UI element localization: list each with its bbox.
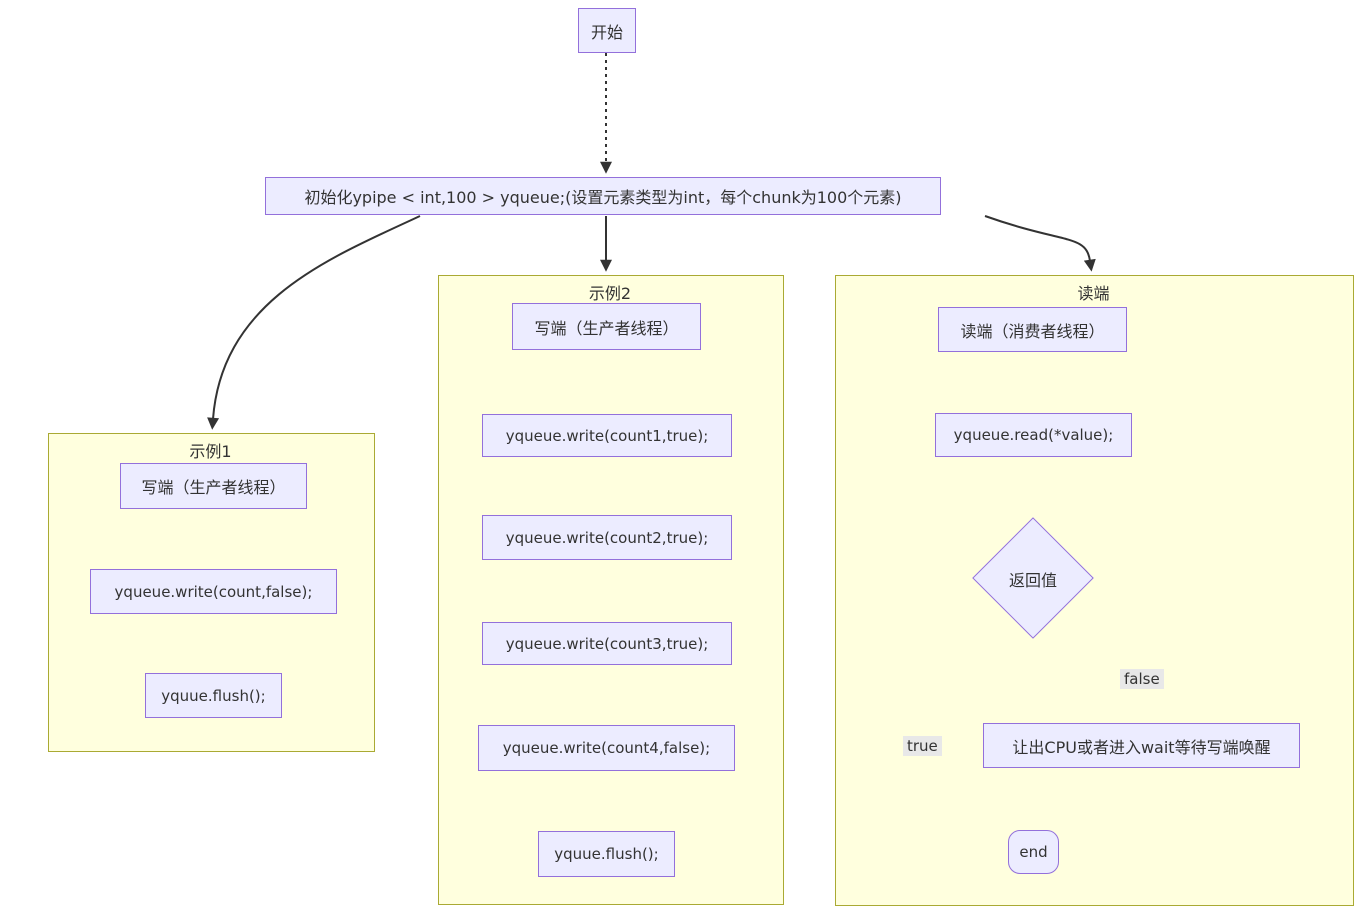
edge-label-false: false bbox=[1120, 669, 1164, 689]
edge-label-true: true bbox=[903, 736, 942, 756]
end-node: end bbox=[1008, 830, 1059, 874]
example2-write2-node: yqueue.write(count2,true); bbox=[482, 515, 732, 560]
reader-thread-node: 读端（消费者线程） bbox=[938, 307, 1127, 352]
edge-init-example1 bbox=[207, 215, 421, 430]
example2-write1-node: yqueue.write(count1,true); bbox=[482, 414, 732, 457]
edge-init-reader bbox=[984, 215, 1096, 272]
reader-cluster bbox=[835, 275, 1354, 906]
reader-title: 读端 bbox=[1077, 284, 1110, 303]
example1-flush-node: yquue.flush(); bbox=[145, 673, 282, 718]
example2-flush-node: yquue.flush(); bbox=[538, 831, 675, 877]
init-node: 初始化ypipe < int,100 > yqueue;(设置元素类型为int，… bbox=[265, 177, 941, 215]
example1-title: 示例1 bbox=[189, 442, 232, 461]
example1-writer-node: 写端（生产者线程） bbox=[120, 463, 307, 509]
example2-write4-node: yqueue.write(count4,false); bbox=[478, 725, 735, 771]
example2-writer-node: 写端（生产者线程） bbox=[512, 303, 701, 350]
reader-wait-node: 让出CPU或者进入wait等待写端唤醒 bbox=[983, 723, 1300, 768]
start-node: 开始 bbox=[578, 8, 636, 53]
reader-read-node: yqueue.read(*value); bbox=[935, 413, 1132, 457]
example2-write3-node: yqueue.write(count3,true); bbox=[482, 622, 732, 665]
example2-title: 示例2 bbox=[588, 284, 632, 303]
example1-write-node: yqueue.write(count,false); bbox=[90, 569, 337, 614]
example2-cluster bbox=[438, 275, 784, 905]
decision-label: 返回值 bbox=[1008, 571, 1057, 590]
